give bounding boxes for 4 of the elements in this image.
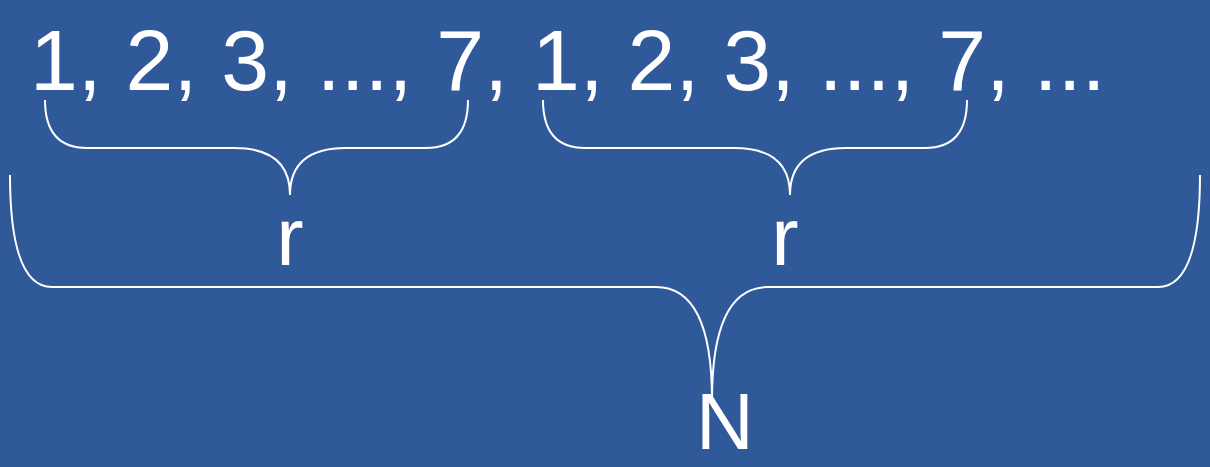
variable-label: N <box>696 382 754 462</box>
variable-label: r <box>276 196 304 278</box>
variable-label: r <box>771 196 799 278</box>
number-sequence: 1, 2, 3, ..., 7, 1, 2, 3, ..., 7, ... <box>30 17 1106 103</box>
